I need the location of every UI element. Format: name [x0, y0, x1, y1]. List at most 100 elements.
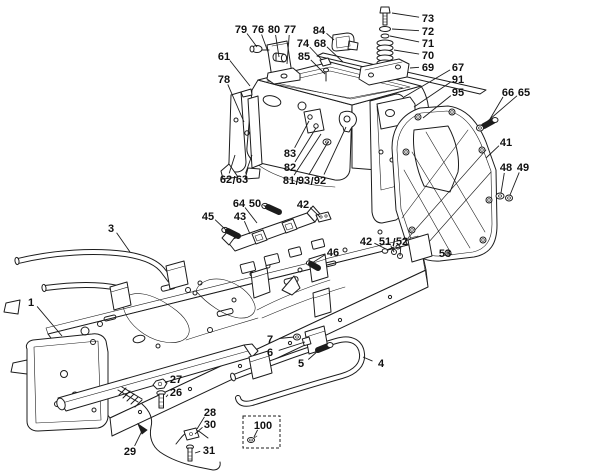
- leader-line-51: [390, 245, 395, 253]
- callout-46: 46: [327, 247, 339, 259]
- callout-43: 43: [234, 211, 246, 223]
- leader-line-77: [286, 34, 290, 65]
- leader-line-42: [309, 207, 321, 218]
- leader-line-49: [509, 172, 520, 196]
- callout-42: 42: [360, 236, 372, 248]
- callout-78: 78: [218, 74, 230, 86]
- leader-line-73: [391, 12, 420, 18]
- leader-line-71: [389, 35, 420, 43]
- callout-95: 95: [452, 87, 464, 99]
- part-latch-hardware: [303, 108, 357, 146]
- part-bracket-62-63: [220, 88, 263, 180]
- leader-line-92: [323, 126, 347, 175]
- leader-line-95: [422, 95, 452, 119]
- callout-48: 48: [500, 162, 512, 174]
- callout-66: 66: [502, 87, 514, 99]
- callout-53: 53: [439, 248, 451, 260]
- part-front-tube: [14, 249, 189, 311]
- callout-70: 70: [422, 50, 434, 62]
- callout-62: 62: [220, 174, 232, 186]
- leader-line-69: [409, 66, 420, 69]
- part-rear-corner-bracket: [381, 233, 433, 263]
- callout-82: 82: [284, 162, 296, 174]
- leader-line-30: [194, 426, 203, 435]
- leader-line-3: [116, 232, 131, 253]
- callout-3: 3: [108, 223, 114, 235]
- callout-76: 76: [252, 24, 264, 36]
- leader-line-85: [310, 59, 326, 75]
- leader-line-78: [227, 84, 245, 123]
- leader-line-63: [245, 154, 253, 174]
- part-washers-48-49: [495, 192, 513, 202]
- leader-line-50: [263, 204, 267, 208]
- leader-line-91: [413, 81, 451, 108]
- leader-line-70: [393, 49, 420, 55]
- callout-65: 65: [518, 87, 530, 99]
- callout-1: 1: [28, 297, 34, 309]
- leader-line-83: [294, 120, 310, 149]
- leader-line-72: [391, 28, 420, 32]
- leader-line-74: [309, 46, 323, 61]
- leader-line-61: [229, 60, 251, 87]
- callout-84: 84: [313, 25, 326, 37]
- callout-separator: /: [392, 237, 395, 249]
- callout-93: 93: [298, 175, 310, 187]
- callout-68: 68: [314, 38, 326, 50]
- callout-91: 91: [452, 74, 464, 86]
- callout-45: 45: [202, 211, 214, 223]
- leader-line-4: [362, 356, 373, 362]
- callout-83: 83: [284, 148, 296, 160]
- callout-52: 52: [396, 236, 408, 248]
- callout-30: 30: [204, 419, 216, 431]
- callout-71: 71: [422, 38, 434, 50]
- callout-79: 79: [235, 24, 247, 36]
- callout-61: 61: [218, 51, 230, 63]
- leader-line-45: [214, 219, 227, 231]
- callout-separator: /: [310, 176, 313, 188]
- callout-26: 26: [170, 387, 182, 399]
- callout-73: 73: [422, 13, 434, 25]
- leader-line-100: [253, 429, 259, 438]
- leader-line-76: [261, 34, 269, 53]
- leader-line-68: [326, 46, 344, 63]
- leader-line-64: [244, 207, 258, 224]
- callout-4: 4: [378, 358, 385, 370]
- callout-29: 29: [124, 446, 136, 458]
- callout-31: 31: [203, 445, 215, 457]
- hardware-kit-box: [242, 415, 281, 449]
- callout-5: 5: [298, 358, 304, 370]
- callout-85: 85: [298, 51, 310, 63]
- callout-42: 42: [297, 199, 309, 211]
- leader-line-93: [308, 141, 329, 176]
- callout-separator: /: [232, 175, 235, 187]
- callout-63: 63: [236, 174, 248, 186]
- leader-line-81: [293, 133, 322, 176]
- leader-line-6: [278, 341, 306, 351]
- callout-51: 51: [379, 236, 391, 248]
- leader-line-31: [194, 450, 201, 454]
- part-bottom-hardware: [117, 378, 221, 471]
- callout-77: 77: [284, 24, 296, 36]
- leader-line-80: [275, 34, 280, 58]
- callout-27: 27: [170, 374, 182, 386]
- leader-line-29: [134, 430, 143, 447]
- leader-line-67: [403, 69, 451, 98]
- callout-41: 41: [500, 137, 512, 149]
- callout-81: 81: [283, 175, 295, 187]
- leader-line-82: [294, 127, 317, 163]
- leader-line-28: [196, 416, 205, 430]
- leader-line-48: [500, 172, 505, 194]
- leader-line-84: [326, 32, 335, 41]
- leader-line-1: [36, 306, 63, 337]
- leader-line-7: [278, 336, 295, 339]
- callout-6: 6: [267, 347, 273, 359]
- part-clip-84: [331, 32, 359, 52]
- callout-67: 67: [452, 62, 464, 74]
- leader-line-62: [228, 154, 236, 174]
- leader-line-52: [399, 246, 402, 257]
- leader-line-27: [164, 380, 168, 384]
- callout-74: 74: [297, 38, 310, 50]
